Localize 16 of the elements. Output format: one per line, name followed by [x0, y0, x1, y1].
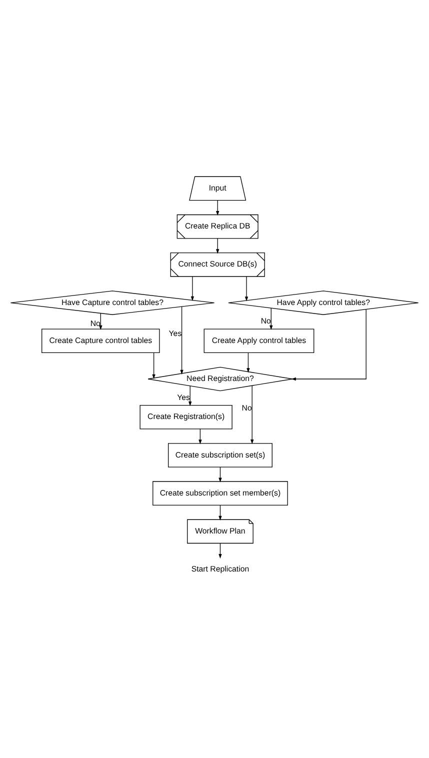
arrow	[198, 428, 202, 444]
arrow	[244, 276, 248, 302]
arrow	[190, 276, 194, 301]
arrow	[246, 352, 250, 373]
arrow	[99, 313, 102, 330]
arrow	[188, 386, 192, 406]
arrow	[270, 308, 273, 330]
arrow	[216, 238, 220, 254]
arrow	[291, 309, 366, 381]
arrow	[250, 385, 254, 444]
arrow	[218, 504, 222, 520]
arrow	[218, 542, 222, 559]
arrow	[218, 466, 222, 482]
arrow	[216, 200, 220, 216]
arrow	[180, 306, 184, 374]
arrow	[152, 352, 156, 379]
